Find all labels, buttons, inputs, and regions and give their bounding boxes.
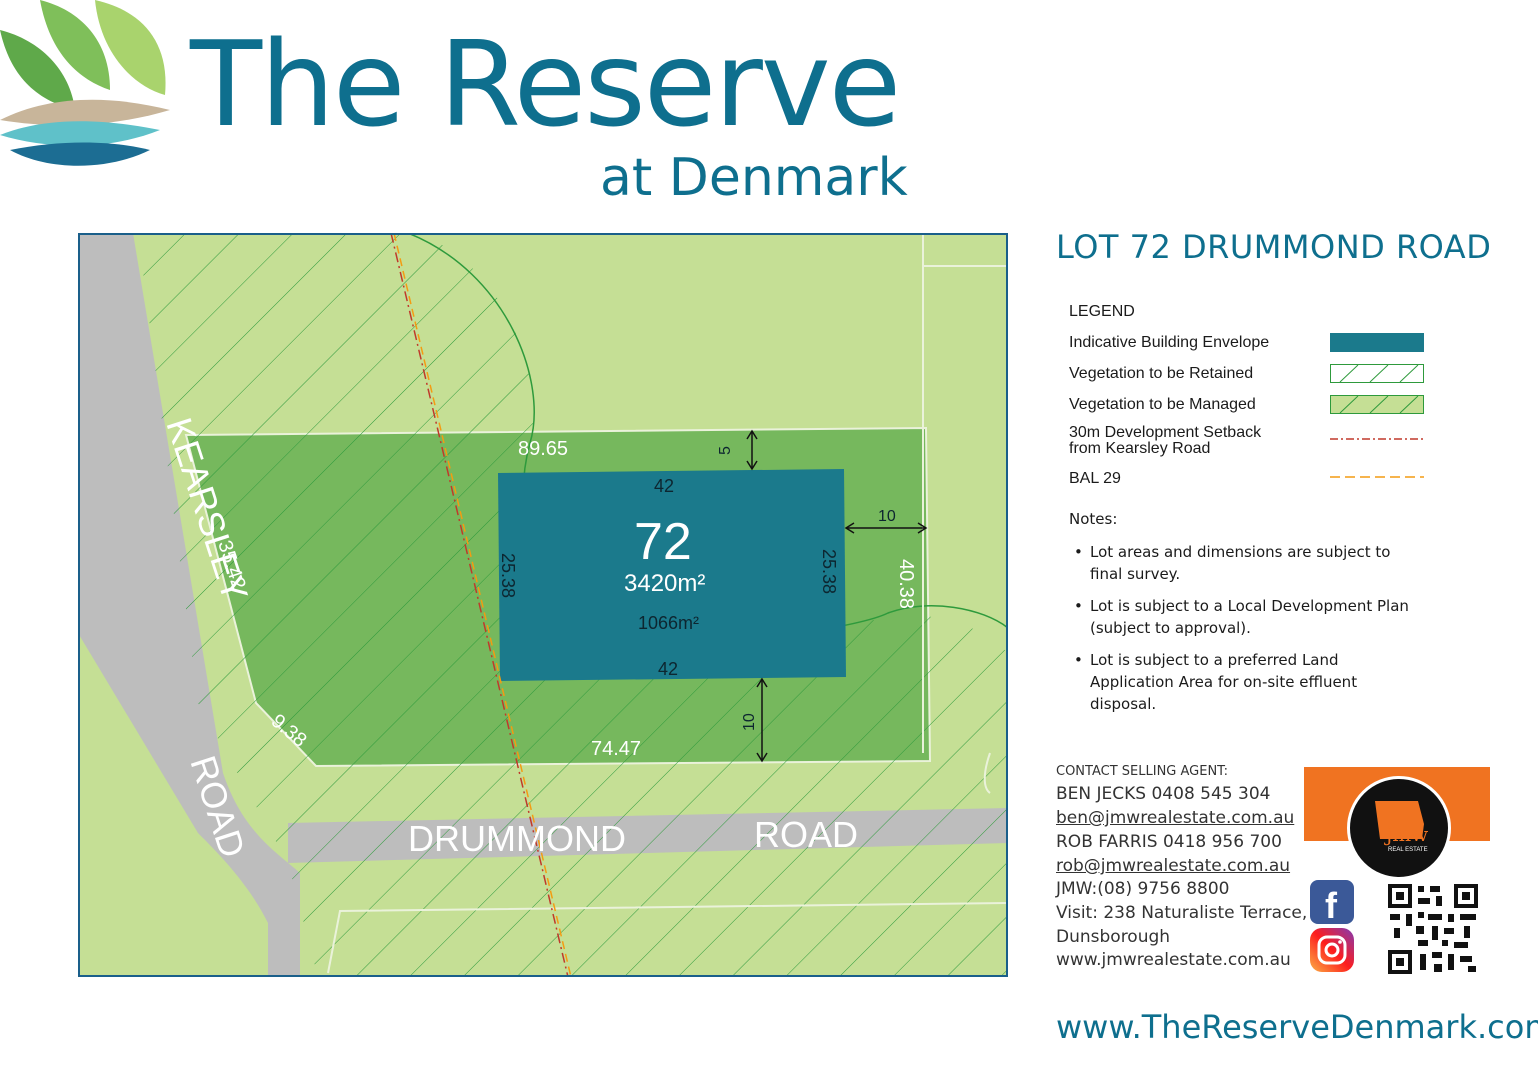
bal-29-line: [393, 233, 572, 977]
agency-logo: jmw REAL ESTATE: [1347, 776, 1451, 880]
lot-number: 72: [634, 513, 692, 571]
building-envelope: [498, 469, 846, 681]
lot-area: 3420m²: [624, 570, 705, 597]
agency-website-link[interactable]: www.jmwrealestate.com.au: [1056, 950, 1291, 970]
office-phone: JMW:(08) 9756 8800: [1056, 879, 1230, 899]
qr-code[interactable]: [1388, 884, 1478, 974]
dimension-top: 89.65: [518, 438, 568, 460]
development-setback-line: [390, 233, 569, 977]
contact-heading: CONTACT SELLING AGENT:: [1056, 764, 1229, 779]
development-logo-mark: [0, 0, 170, 166]
legend-swatch-bal: [1330, 476, 1424, 478]
development-website-link[interactable]: www.TheReserveDenmark.com.au: [1056, 1008, 1538, 1046]
agent-1: BEN JECKS 0408 545 304: [1056, 784, 1271, 804]
lot-heading: LOT 72 DRUMMOND ROAD: [1056, 228, 1492, 266]
legend-label-retained: Vegetation to be Retained: [1069, 365, 1254, 382]
setback-bottom-label: 10: [741, 713, 758, 731]
svg-text:f: f: [1325, 885, 1338, 924]
office-address: Visit: 238 Naturaliste Terrace,: [1056, 903, 1308, 923]
envelope-dimension-left: 25.38: [498, 553, 518, 598]
drummond-road-label: DRUMMOND: [408, 818, 626, 859]
facebook-icon[interactable]: f: [1310, 880, 1354, 926]
legend-label-managed: Vegetation to be Managed: [1069, 396, 1256, 413]
envelope-dimension-right: 25.38: [819, 549, 839, 594]
dimension-bottom: 74.47: [591, 738, 641, 760]
legend-label-bal: BAL 29: [1069, 470, 1121, 487]
note-item: •Lot is subject to a Local Development P…: [1074, 597, 1409, 637]
site-plan-map: KEARSLEY ROAD DRUMMOND ROAD 89.65 35.42 …: [78, 233, 1008, 977]
setback-right-label: 10: [878, 508, 896, 525]
svg-text:jmw: jmw: [1384, 822, 1428, 846]
legend-swatch-envelope: [1330, 333, 1424, 352]
legend-label-envelope: Indicative Building Envelope: [1069, 334, 1270, 351]
note-item: •Lot is subject to a preferred Land Appl…: [1074, 651, 1358, 713]
instagram-icon[interactable]: [1310, 928, 1354, 972]
agent-1-email-link[interactable]: ben@jmwrealestate.com.au: [1056, 808, 1295, 828]
office-town: Dunsborough: [1056, 927, 1171, 947]
envelope-area: 1066m²: [638, 613, 699, 633]
legend-swatch-managed: [1330, 395, 1424, 414]
legend-label-setback: 30m Development Setback from Kearsley Ro…: [1069, 424, 1262, 457]
notes-title: Notes:: [1069, 510, 1118, 528]
envelope-dimension-bottom: 42: [658, 659, 678, 679]
legend-swatch-setback: [1330, 438, 1424, 440]
setback-top-label: 5: [717, 446, 734, 455]
agent-2: ROB FARRIS 0418 956 700: [1056, 832, 1282, 852]
note-item: •Lot areas and dimensions are subject to…: [1074, 543, 1391, 583]
development-subtitle: at Denmark: [600, 148, 908, 208]
development-title: The Reserve: [190, 15, 901, 153]
legend-title: LEGEND: [1069, 303, 1135, 320]
drummond-road-suffix-label: ROAD: [754, 814, 858, 855]
dimension-right: 40.38: [895, 559, 917, 609]
agent-2-email-link[interactable]: rob@jmwrealestate.com.au: [1056, 856, 1291, 876]
svg-text:REAL ESTATE: REAL ESTATE: [1388, 847, 1428, 853]
legend-swatch-retained: [1330, 364, 1424, 383]
envelope-dimension-top: 42: [654, 476, 674, 496]
